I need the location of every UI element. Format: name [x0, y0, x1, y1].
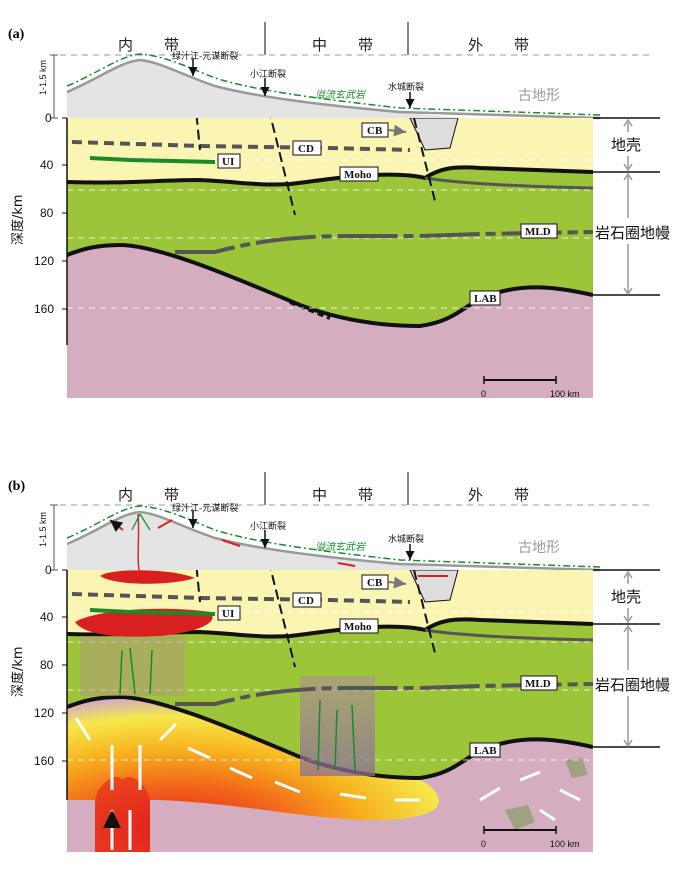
paleo-label-b: 古地形: [518, 540, 560, 556]
box-cb-b: CB: [361, 574, 407, 590]
lab-line: [67, 242, 593, 329]
fault-shuicheng-label: 水城断裂: [388, 81, 424, 93]
svg-text:100 km: 100 km: [550, 389, 580, 399]
cd-discontinuity: [71, 140, 411, 152]
mantle-label-b: 岩石圈地幔: [595, 676, 670, 694]
box-cb: CB: [361, 122, 407, 138]
svg-text:120: 120: [34, 706, 54, 720]
svg-text:100 km: 100 km: [550, 839, 580, 849]
paleo-topography-outline: [66, 58, 601, 120]
depth-tick-160: 160: [34, 302, 54, 316]
box-cd-b: CD: [292, 592, 322, 608]
panel-b: (b) 内 带 中 带 外 带 1-1.5 km 溢流玄武岩 古地形: [8, 472, 670, 852]
zone-middle-label: 中 带: [312, 36, 381, 54]
depth-tick-0: 0: [45, 111, 52, 125]
fault-lvzhijiang-label: 绿汁江-元谋断裂: [172, 50, 238, 62]
svg-text:UI: UI: [222, 156, 234, 168]
svg-text:LAB: LAB: [474, 293, 497, 305]
svg-text:CB: CB: [367, 125, 383, 137]
fault-xiaojiang-label: 小江断裂: [250, 68, 286, 80]
fault-lvzhijiang-label-b: 绿汁江-元谋断裂: [172, 502, 238, 514]
box-moho-b: Moho: [339, 618, 379, 634]
box-mld: MLD: [520, 223, 558, 239]
panel-a-label: (a): [8, 27, 25, 42]
fault-shuicheng-label-b: 水城断裂: [388, 533, 424, 545]
panel-a: (a) 内 带 中 带 外 带 1-1.5 km 溢流玄武岩 古地形: [8, 22, 670, 399]
depth-tick-80: 80: [40, 206, 54, 220]
panel-b-label: (b): [8, 479, 25, 494]
svg-text:MLD: MLD: [525, 226, 551, 238]
depth-axis-label-b: 深度/km: [10, 646, 26, 697]
elevation-label-b: 1-1.5 km: [38, 512, 48, 547]
depth-axis-label: 深度/km: [10, 194, 26, 245]
zone-outer-label: 外 带: [468, 36, 537, 54]
svg-text:0: 0: [481, 389, 486, 399]
svg-text:40: 40: [40, 610, 54, 624]
zone-inner-label: 内 带: [118, 36, 187, 54]
ui-layer: [89, 156, 216, 164]
fault-xiaojiang-label-b: 小江断裂: [250, 520, 286, 532]
crust-label-b: 地壳: [611, 588, 641, 606]
basalt-label-b: 溢流玄武岩: [315, 541, 366, 553]
box-moho: Moho: [339, 166, 379, 182]
svg-text:Moho: Moho: [344, 621, 372, 633]
mld-line: [175, 230, 593, 254]
elevation-label: 1-1.5 km: [38, 60, 48, 95]
svg-text:0: 0: [481, 839, 486, 849]
scale-bar: 0 100 km: [481, 376, 580, 399]
zone-middle-label-b: 中 带: [312, 486, 381, 504]
svg-text:80: 80: [40, 658, 54, 672]
fault-xiaojiang: [269, 118, 296, 216]
svg-text:Moho: Moho: [344, 169, 372, 181]
depth-tick-40: 40: [40, 158, 54, 172]
svg-text:160: 160: [34, 754, 54, 768]
mantle-label: 岩石圈地幔: [595, 224, 670, 242]
svg-text:0: 0: [45, 563, 52, 577]
box-ui: UI: [217, 153, 241, 169]
zone-inner-label-b: 内 带: [118, 486, 187, 504]
box-lab-b: LAB: [469, 742, 501, 758]
depth-tick-120: 120: [34, 254, 54, 268]
box-mld-b: MLD: [520, 675, 558, 691]
svg-text:CB: CB: [367, 577, 383, 589]
box-lab: LAB: [469, 290, 501, 306]
scale-bar-b: 0 100 km: [481, 826, 580, 849]
svg-text:MLD: MLD: [525, 678, 551, 690]
svg-text:UI: UI: [222, 608, 234, 620]
crust-label: 地壳: [611, 136, 641, 154]
svg-text:CD: CD: [298, 143, 314, 155]
depth-ticks-b: 0 40 80 120 160: [34, 563, 67, 768]
mantle-plume: [67, 697, 439, 852]
fault-lvzhijiang: [195, 118, 201, 151]
box-cd: CD: [292, 140, 322, 156]
melt-region: [300, 676, 375, 776]
svg-text:CD: CD: [298, 595, 314, 607]
basalt-label: 溢流玄武岩: [315, 89, 366, 101]
paleo-label: 古地形: [518, 88, 560, 104]
zone-outer-label-b: 外 带: [468, 486, 537, 504]
box-ui-b: UI: [217, 605, 241, 621]
depth-ticks: 0 40 80 120 160: [34, 111, 67, 316]
svg-text:LAB: LAB: [474, 745, 497, 757]
paleo-topography: [67, 60, 460, 118]
